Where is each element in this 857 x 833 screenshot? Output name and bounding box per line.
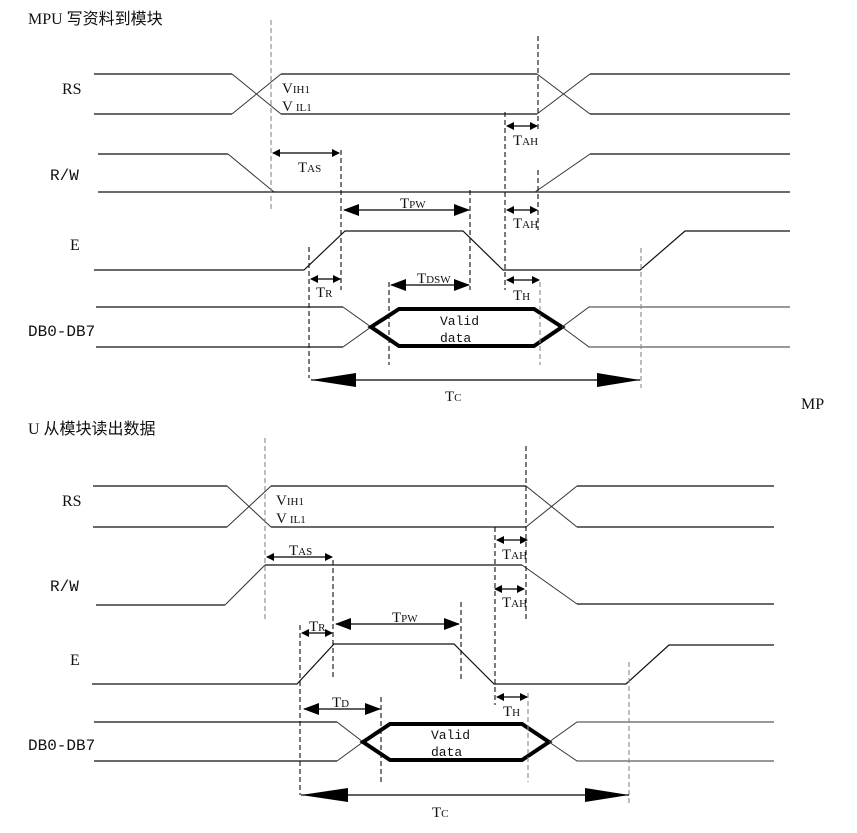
tr-label: TR bbox=[309, 619, 326, 635]
tc-label: TC bbox=[432, 805, 449, 821]
valid-data-label-line2: data bbox=[431, 745, 462, 760]
db-waveform bbox=[96, 306, 790, 348]
tas-label: TAS bbox=[298, 160, 321, 176]
valid-data-label-line1: Valid bbox=[431, 728, 470, 743]
signal-label-rs: RS bbox=[62, 493, 82, 510]
tc-arrow-head-left bbox=[311, 373, 356, 387]
tc-arrow-head-right bbox=[597, 373, 640, 387]
tah-rw-label: TAH bbox=[513, 216, 538, 232]
tah-rs-label: TAH bbox=[513, 133, 538, 149]
signal-label-e: E bbox=[70, 652, 80, 669]
read-timing-title-part2: U 从模块读出数据 bbox=[28, 421, 156, 438]
vih1-label: VIH1 bbox=[276, 493, 304, 509]
tc-arrow-head-right bbox=[585, 788, 629, 802]
th-label: TH bbox=[513, 288, 530, 304]
vih1-label: VIH1 bbox=[282, 81, 310, 97]
e-waveform bbox=[94, 230, 790, 271]
write-timing-title: MPU 写资料到模块 bbox=[28, 11, 163, 28]
rw-waveform bbox=[98, 153, 790, 193]
tpw-label: TPW bbox=[400, 196, 426, 212]
tas-label: TAS bbox=[289, 543, 312, 559]
tah-rw-label: TAH bbox=[502, 595, 527, 611]
tc-label: TC bbox=[445, 389, 462, 405]
rw-waveform bbox=[96, 564, 774, 606]
tc-arrow-head-left bbox=[301, 788, 348, 802]
th-label: TH bbox=[503, 704, 520, 720]
tdsw-label: TDSW bbox=[417, 271, 451, 287]
valid-data-label-line2: data bbox=[440, 331, 471, 346]
tah-rs-label: TAH bbox=[502, 547, 527, 563]
db-waveform bbox=[94, 721, 774, 762]
td-label: TD bbox=[332, 695, 349, 711]
signal-label-rs: RS bbox=[62, 81, 82, 98]
tpw-label: TPW bbox=[392, 610, 418, 626]
read-timing-title-part1: MP bbox=[801, 396, 825, 413]
signal-label-rw: R/W bbox=[50, 578, 79, 596]
rs-waveform bbox=[93, 485, 774, 528]
signal-label-db: DB0-DB7 bbox=[28, 323, 95, 341]
rs-waveform bbox=[94, 73, 790, 115]
signal-label-rw: R/W bbox=[50, 167, 79, 185]
tr-label: TR bbox=[316, 285, 333, 301]
e-waveform bbox=[92, 643, 774, 685]
valid-data-label-line1: Valid bbox=[440, 314, 479, 329]
signal-label-e: E bbox=[70, 237, 80, 254]
signal-label-db: DB0-DB7 bbox=[28, 737, 95, 755]
